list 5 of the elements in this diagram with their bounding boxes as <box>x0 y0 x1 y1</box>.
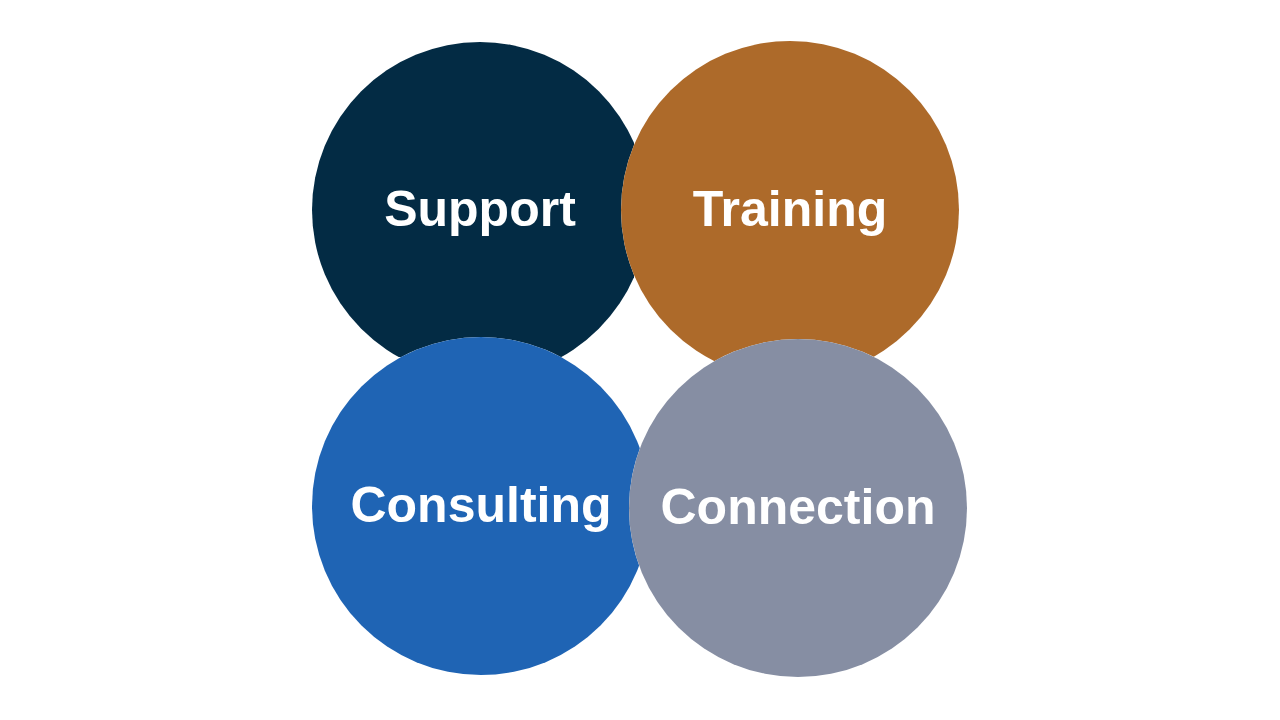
circle-label: Support <box>384 181 576 239</box>
circle-label: Connection <box>660 479 936 537</box>
circle-label: Training <box>692 181 888 239</box>
category-circle <box>629 339 967 677</box>
circle-label: Consulting <box>350 477 612 535</box>
